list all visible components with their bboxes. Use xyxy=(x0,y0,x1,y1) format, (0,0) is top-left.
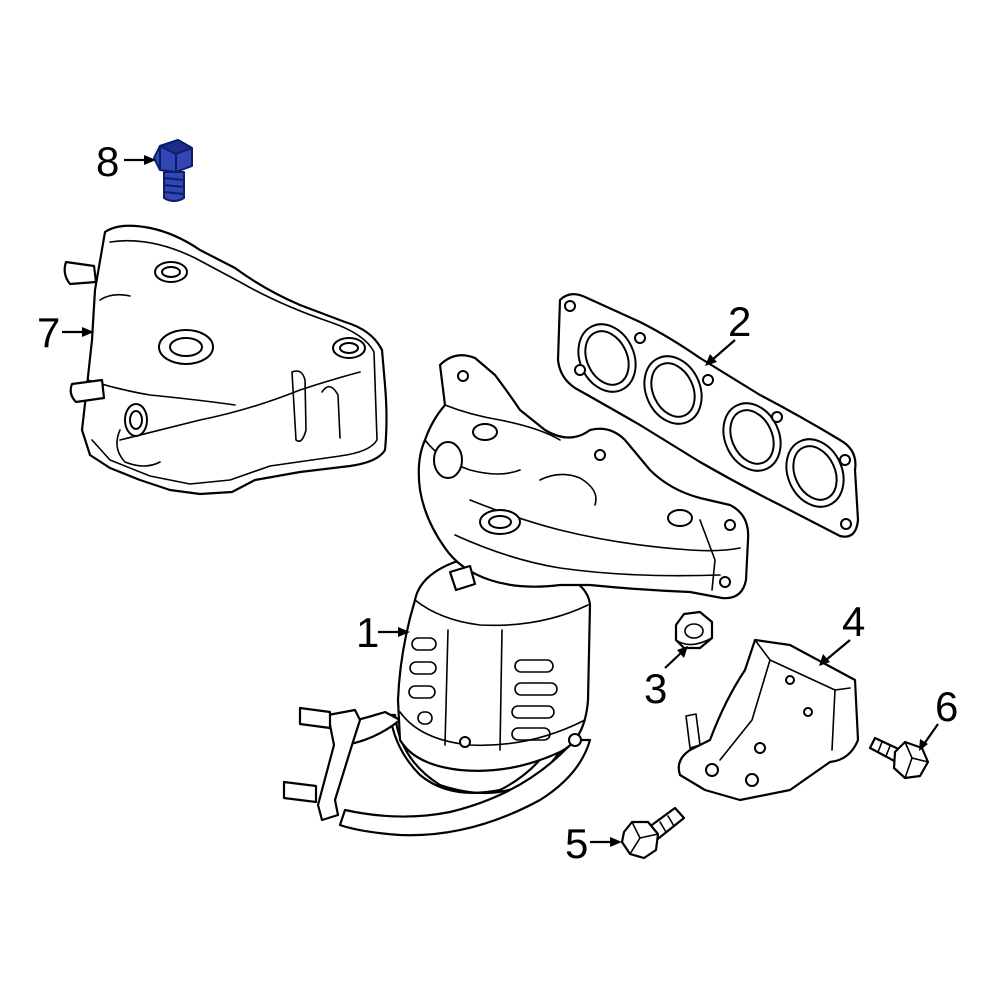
callout-5: 5 xyxy=(565,820,588,867)
callout-7: 7 xyxy=(37,309,60,356)
callout-4: 4 xyxy=(842,598,865,645)
bracket-bolt-5-part[interactable] xyxy=(620,806,686,860)
exhaust-manifold-part[interactable] xyxy=(282,354,750,837)
callout-3: 3 xyxy=(644,665,667,712)
bracket-bolt-6-part[interactable] xyxy=(868,736,930,780)
manifold-gasket-part[interactable] xyxy=(556,293,860,538)
heat-shield-bolt-part[interactable] xyxy=(153,139,193,202)
callout-1: 1 xyxy=(356,609,379,656)
callout-8: 8 xyxy=(96,138,119,185)
callout-6: 6 xyxy=(935,683,958,730)
heat-shield-part[interactable] xyxy=(63,224,388,496)
nut-part[interactable] xyxy=(674,610,714,650)
callout-arrows xyxy=(62,155,939,847)
support-bracket-part[interactable] xyxy=(677,638,860,802)
callout-labels: 1 2 3 4 5 6 7 8 xyxy=(37,138,958,867)
callout-2: 2 xyxy=(728,298,751,345)
